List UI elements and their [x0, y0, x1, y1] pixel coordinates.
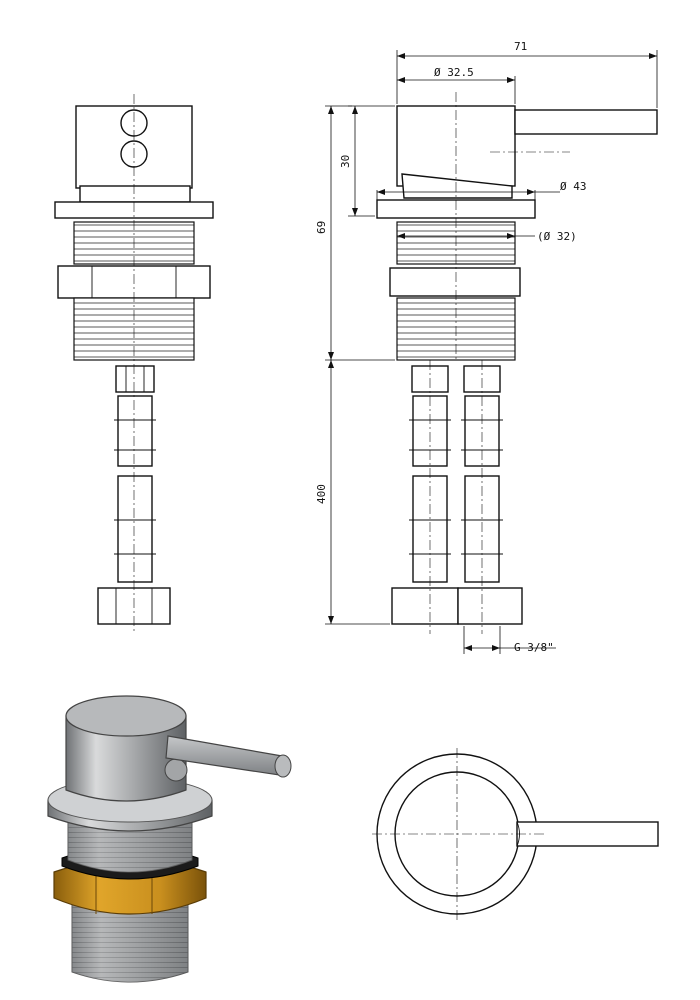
render-handle-body: [65, 715, 187, 802]
top-view: [372, 748, 659, 920]
render-lever-knob: [164, 758, 188, 782]
dim-handle-diameter: Ø 32.5: [434, 66, 474, 79]
dim-connection: G 3/8": [514, 641, 554, 654]
render-handle-top: [65, 695, 187, 737]
side-view: 71 Ø 32.5 30 69 400 Ø 43 (Ø 32) G 3/8": [315, 40, 658, 654]
side-lever: [514, 109, 658, 135]
side-hose-right: [457, 360, 523, 634]
dim-flange-diameter: Ø 43: [560, 180, 587, 193]
3d-render: [47, 695, 292, 983]
dim-thread-diameter: (Ø 32): [537, 230, 577, 243]
handle-base: [79, 185, 191, 203]
hose-tube-upper: [117, 395, 153, 467]
side-lock-nut: [389, 267, 521, 297]
front-view: [54, 94, 214, 634]
side-hose-left: [391, 360, 459, 634]
dim-overall-width: 71: [514, 40, 527, 53]
dim-handle-height: 30: [339, 155, 352, 168]
dim-hose-length: 400: [315, 484, 328, 504]
hose-coupling: [115, 365, 155, 393]
dim-body-height: 69: [315, 221, 328, 234]
hose-tube-lower: [117, 475, 153, 583]
dimension-lines: [325, 50, 658, 654]
